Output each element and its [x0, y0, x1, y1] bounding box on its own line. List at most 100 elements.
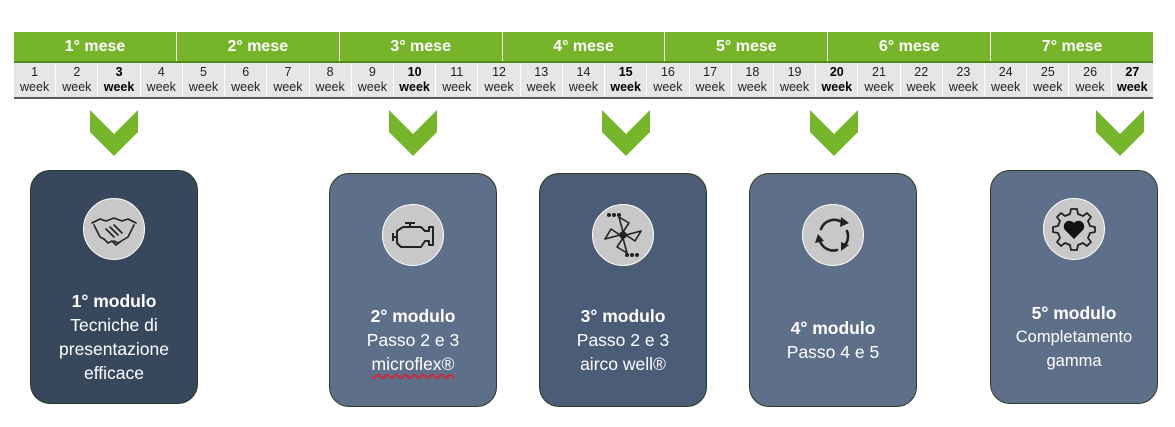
week-number: 24 — [998, 65, 1013, 79]
chevron-down-icon — [389, 110, 437, 156]
week-label: week — [188, 80, 219, 94]
week-number: 15 — [618, 65, 633, 79]
module-title: 2° modulo — [370, 306, 456, 326]
week-label: week — [1033, 80, 1063, 94]
week-number: 9 — [368, 65, 376, 79]
gear-heart-icon — [1043, 198, 1105, 260]
week-number: 3 — [115, 65, 123, 79]
week-label: week — [991, 80, 1021, 94]
chevron-down-icon — [602, 110, 650, 156]
week-number: 18 — [745, 65, 760, 79]
week-label: week — [315, 80, 345, 94]
week-label: week — [20, 80, 50, 94]
week-number: 20 — [829, 65, 844, 79]
week-number: 14 — [576, 65, 591, 79]
month-3: 3° mese — [340, 32, 503, 61]
week-label: week — [864, 80, 894, 94]
module-line: presentazione — [59, 339, 169, 359]
week-label: week — [146, 80, 176, 94]
week-label: week — [737, 80, 767, 94]
module-line: Completamento — [1015, 328, 1133, 346]
week-label: week — [1075, 80, 1105, 94]
week-number: 21 — [872, 65, 886, 79]
week-label: week — [779, 80, 810, 94]
module-line: Tecniche di — [70, 315, 158, 335]
week-label: week — [399, 80, 430, 94]
week-number: 4 — [157, 65, 165, 79]
chevron-down-icon — [810, 110, 858, 156]
week-label: week — [526, 80, 556, 94]
month-row: 1° mese 2° mese 3° mese 4° mese 5° mese … — [14, 32, 1153, 63]
cycle-arrows-icon — [802, 204, 864, 266]
chevron-down-icon — [1096, 110, 1144, 156]
module-card-2: 2° modulo Passo 2 e 3 microflex® — [329, 173, 497, 407]
week-number: 16 — [660, 65, 675, 79]
week-number: 10 — [407, 65, 422, 79]
week-number: 5 — [200, 65, 207, 79]
week-number: 23 — [956, 65, 971, 79]
week-label: week — [62, 80, 92, 94]
week-number: 13 — [534, 65, 549, 79]
module-line: gamma — [1046, 352, 1102, 370]
module-line: Passo 2 e 3 — [366, 330, 460, 350]
week-label: week — [610, 80, 641, 94]
module-line: efficace — [84, 363, 144, 383]
month-7: 7° mese — [1041, 37, 1103, 55]
week-label: week — [695, 80, 725, 94]
handshake-icon — [83, 198, 145, 260]
month-4: 4° mese — [503, 32, 666, 61]
module-title: 3° modulo — [580, 306, 666, 326]
week-number: 27 — [1125, 65, 1140, 79]
week-label: week — [442, 80, 472, 94]
week-number: 8 — [326, 65, 334, 79]
week-number: 6 — [242, 65, 250, 79]
module-line: microflex® — [371, 354, 455, 374]
week-label: week — [357, 80, 387, 94]
week-label: week — [484, 80, 514, 94]
timeline: 1° mese 2° mese 3° mese 4° mese 5° mese … — [14, 32, 1153, 99]
module-card-3: 3° modulo Passo 2 e 3 airco well® — [539, 173, 707, 407]
week-number: 19 — [787, 65, 802, 79]
module-title: 5° modulo — [1031, 303, 1117, 323]
month-6: 6° mese — [828, 32, 992, 61]
week-number: 17 — [703, 65, 718, 79]
month-5: 5° mese — [665, 32, 829, 61]
module-line: Passo 2 e 3 — [576, 330, 670, 350]
month-1: 1° mese — [14, 32, 177, 61]
week-number: 25 — [1040, 65, 1055, 79]
module-line: Passo 4 e 5 — [786, 342, 880, 362]
month-2: 2° mese — [177, 32, 340, 61]
module-card-1: 1° modulo Tecniche di presentazione effi… — [30, 170, 198, 404]
engine-icon — [382, 204, 444, 266]
week-number: 7 — [284, 65, 292, 79]
week-label: week — [906, 80, 936, 94]
week-label: week — [948, 80, 979, 94]
week-label: week — [273, 80, 303, 94]
week-label: week — [568, 80, 599, 94]
module-card-4: 4° modulo Passo 4 e 5 — [749, 173, 917, 407]
week-number: 2 — [73, 65, 81, 79]
